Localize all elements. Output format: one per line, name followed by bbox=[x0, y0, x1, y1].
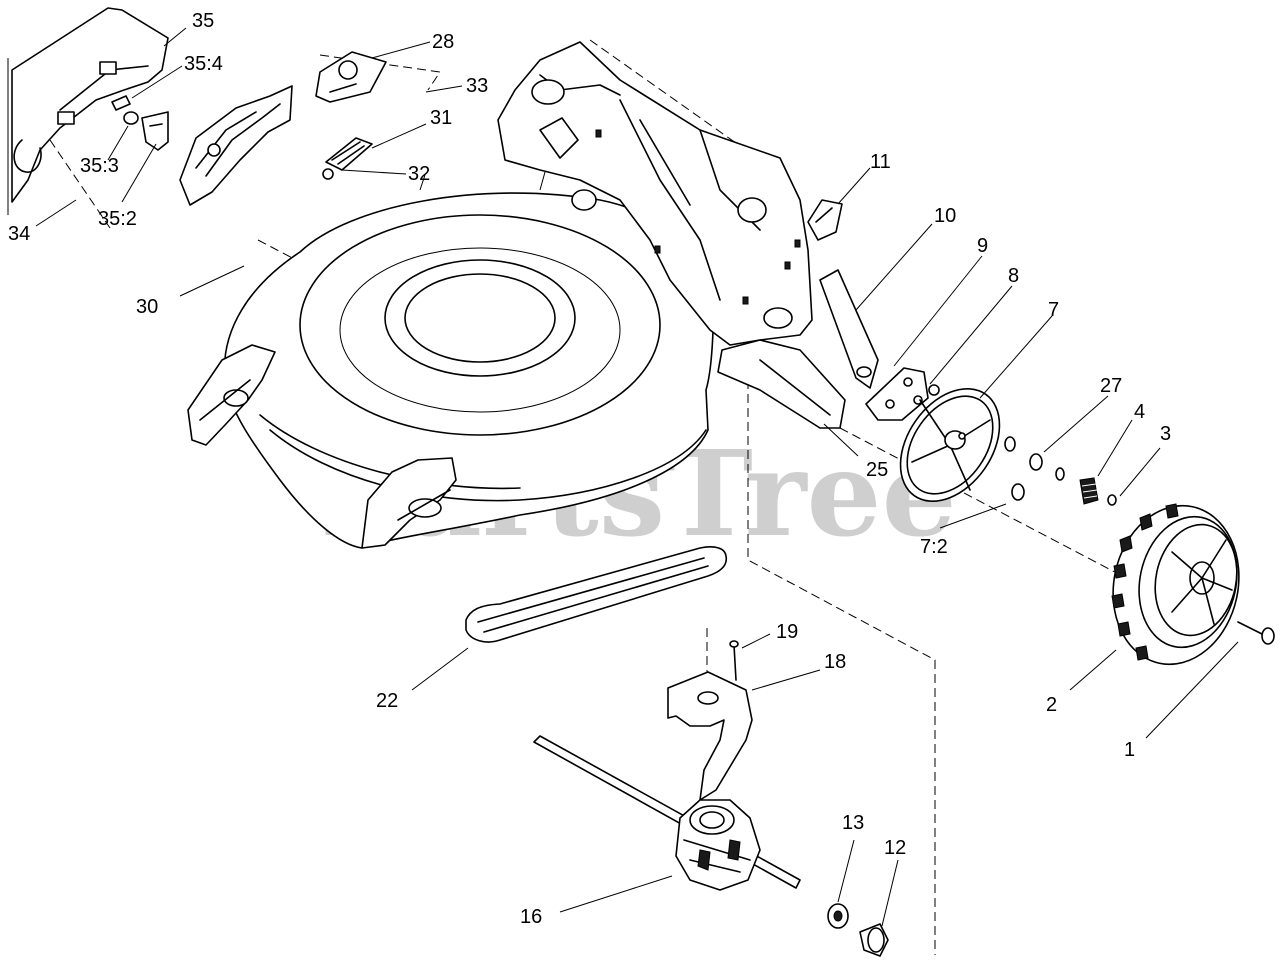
washer-b bbox=[1055, 467, 1065, 481]
callout-3: 3 bbox=[1160, 423, 1171, 445]
bracket-18 bbox=[667, 671, 753, 801]
rear-axle-tube-25 bbox=[717, 339, 846, 429]
callout-30: 30 bbox=[136, 296, 158, 318]
bracket-9 bbox=[865, 367, 929, 421]
callout-33: 33 bbox=[466, 75, 488, 97]
adjust-lever-left bbox=[179, 85, 293, 206]
bushing-12 bbox=[859, 923, 889, 957]
ring-3 bbox=[1107, 494, 1117, 506]
transmission-16 bbox=[675, 799, 761, 891]
callout-35-4: 35:4 bbox=[184, 53, 223, 75]
dashed-leaders bbox=[49, 39, 1131, 955]
callout-34: 35 bbox=[192, 10, 214, 32]
callout-leaders bbox=[35, 27, 1239, 927]
bracket-28 bbox=[315, 51, 387, 103]
bolt-1 bbox=[1237, 621, 1275, 645]
callout-11: 11 bbox=[870, 151, 891, 173]
washer-a bbox=[1004, 436, 1016, 452]
callout-8: 8 bbox=[1008, 265, 1019, 287]
pinion-4 bbox=[1079, 477, 1099, 505]
callout-22: 22 bbox=[376, 690, 398, 712]
gear-hub-7 bbox=[899, 387, 1001, 503]
block-35-2 bbox=[141, 111, 169, 151]
callout-16: 16 bbox=[520, 906, 542, 928]
handle-bracket bbox=[7, 7, 169, 215]
washer-27 bbox=[1029, 453, 1043, 471]
belt-22 bbox=[465, 546, 728, 643]
callout-28: 28 bbox=[432, 31, 454, 53]
callout-9: 9 bbox=[977, 235, 988, 257]
callout-32: 32 bbox=[408, 163, 430, 185]
axle-shaft bbox=[533, 735, 801, 889]
callout-27: 27 bbox=[1100, 375, 1122, 397]
callout-19: 19 bbox=[776, 621, 798, 643]
washer-13 bbox=[827, 903, 849, 929]
wheel-2 bbox=[1111, 503, 1240, 666]
callout-1: 1 bbox=[1124, 739, 1135, 761]
callout-7: 7 bbox=[1048, 299, 1059, 321]
knob-11 bbox=[807, 199, 843, 241]
spring-31 bbox=[322, 137, 373, 180]
callout-10: 10 bbox=[934, 205, 956, 227]
washer-7-2 bbox=[1011, 483, 1025, 501]
callout-labels: 35 35:4 35:3 35:2 35 34 28 33 31 32 30 1… bbox=[8, 10, 1171, 928]
callout-31: 31 bbox=[430, 107, 452, 129]
callout-35-3: 35:3 bbox=[80, 155, 119, 177]
link-10 bbox=[819, 269, 879, 389]
deck-rear-bracket bbox=[361, 457, 457, 549]
callout-18: 18 bbox=[824, 651, 846, 673]
callout-35-main: 34 bbox=[8, 223, 30, 245]
callout-13: 13 bbox=[842, 812, 864, 834]
deck-front-bracket-left bbox=[187, 344, 276, 446]
washer-8 bbox=[928, 384, 940, 396]
callout-35-2: 35:2 bbox=[98, 208, 137, 230]
nut-35-3 bbox=[123, 111, 139, 125]
mower-deck bbox=[223, 171, 714, 549]
rear-frame bbox=[497, 41, 813, 346]
callout-25: 25 bbox=[866, 459, 888, 481]
callout-2: 2 bbox=[1046, 694, 1057, 716]
bolt-35-4 bbox=[111, 95, 131, 111]
callout-12: 12 bbox=[884, 837, 906, 859]
screw-19 bbox=[729, 640, 739, 681]
callout-7-2: 7:2 bbox=[920, 536, 948, 558]
callout-4: 4 bbox=[1134, 401, 1145, 423]
